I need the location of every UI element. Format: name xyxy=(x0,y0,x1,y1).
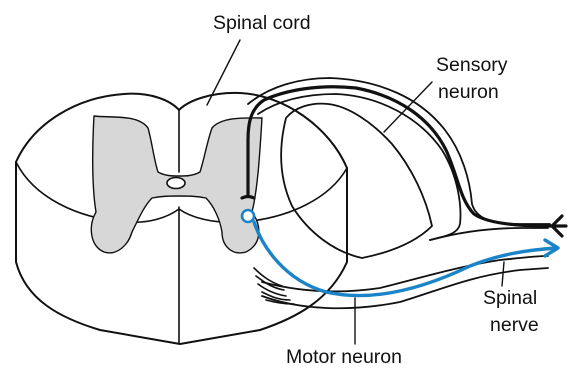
motor-neuron-cell-body xyxy=(242,210,254,222)
spinal-cord xyxy=(16,93,347,344)
nerve-upper-edge xyxy=(430,228,548,240)
spinal-cord-label: Spinal cord xyxy=(213,12,311,34)
spinal-nerve-leader xyxy=(502,262,504,286)
central-canal xyxy=(167,178,185,189)
spinal-cord-outer-section xyxy=(16,93,347,344)
sensory-terminal-branch xyxy=(242,197,254,199)
motor-neuron-label: Motor neuron xyxy=(286,346,402,368)
spinal-nerve-label-line1: Spinal xyxy=(483,287,537,309)
sensory-neuron-label-line1: Sensory xyxy=(436,54,508,76)
spinal-nerve-label-line2: nerve xyxy=(490,314,539,336)
sensory-neuron-label-line2: neuron xyxy=(438,81,499,103)
